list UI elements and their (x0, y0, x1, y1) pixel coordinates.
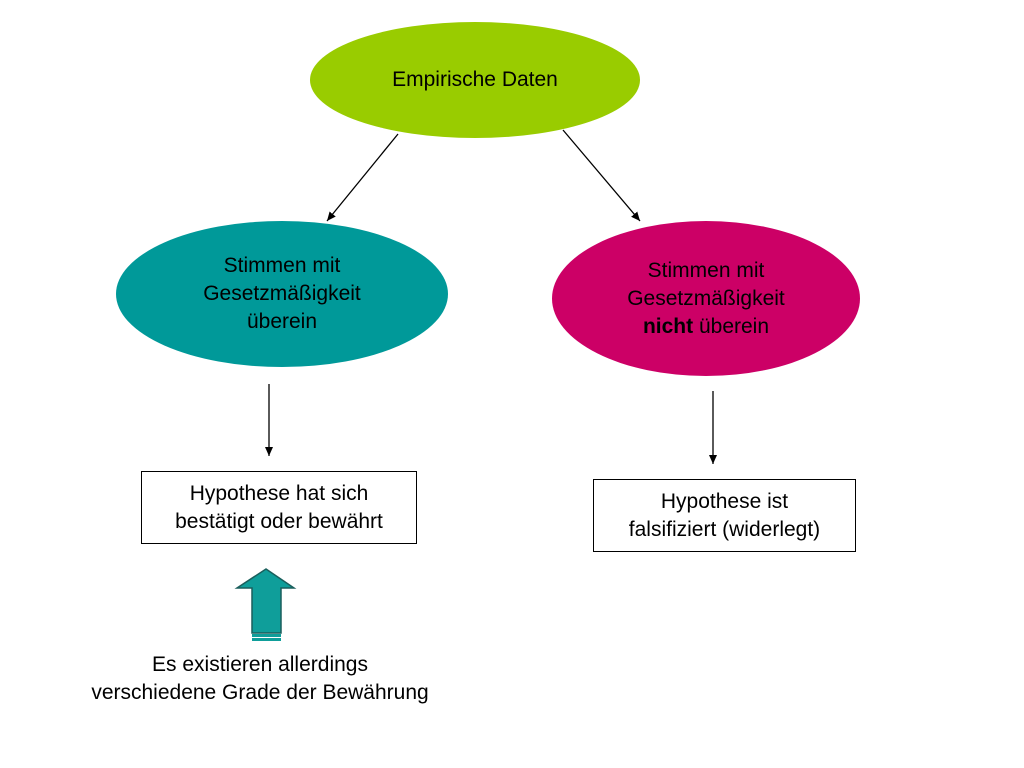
node-empirische-daten-label: Empirische Daten (392, 68, 558, 91)
box-hypothese-falsifiziert: Hypothese ist falsifiziert (widerlegt) (593, 479, 856, 552)
node-right-bold-word: nicht (642, 314, 694, 338)
node-empirische-daten: Empirische Daten (310, 22, 640, 138)
note-text: Es existieren allerdings verschiedene Gr… (91, 651, 428, 707)
box-hypothese-bestaetigt-text: Hypothese hat sich bestätigt oder bewähr… (175, 480, 383, 536)
node-right-rest: überein (693, 314, 770, 338)
up-arrow-icon (234, 568, 297, 641)
box-right-line-1: Hypothese ist (660, 489, 789, 513)
box-hypothese-bestaetigt: Hypothese hat sich bestätigt oder bewähr… (141, 471, 417, 544)
node-right-line-3: nicht überein (627, 313, 785, 341)
note-line-2: verschiedene Grade der Bewährung (91, 681, 429, 704)
note-grade-der-bewaehrung: Es existieren allerdings verschiedene Gr… (40, 648, 480, 710)
node-stimmen-ueberein: Stimmen mit Gesetzmäßigkeit überein (116, 221, 448, 367)
node-left-line-1: Stimmen mit (223, 254, 341, 277)
arrow-top-to-left (326, 133, 399, 222)
node-right-line-2: Gesetzmäßigkeit (627, 286, 785, 310)
node-stimmen-nicht-ueberein-text: Stimmen mit Gesetzmäßigkeit nicht überei… (627, 257, 785, 341)
node-right-line-1: Stimmen mit (647, 258, 765, 282)
box-right-line-2: falsifiziert (widerlegt) (628, 517, 821, 541)
arrow-top-to-right (562, 129, 641, 222)
note-line-1: Es existieren allerdings (152, 653, 368, 676)
node-stimmen-nicht-ueberein: Stimmen mit Gesetzmäßigkeit nicht überei… (552, 221, 860, 376)
node-left-line-2: Gesetzmäßigkeit (203, 282, 361, 305)
box-hypothese-falsifiziert-text: Hypothese ist falsifiziert (widerlegt) (629, 488, 820, 544)
node-stimmen-ueberein-text: Stimmen mit Gesetzmäßigkeit überein (203, 252, 361, 336)
node-left-line-3: überein (246, 310, 318, 333)
box-left-line-2: bestätigt oder bewährt (175, 509, 383, 533)
box-left-line-1: Hypothese hat sich (189, 481, 369, 505)
